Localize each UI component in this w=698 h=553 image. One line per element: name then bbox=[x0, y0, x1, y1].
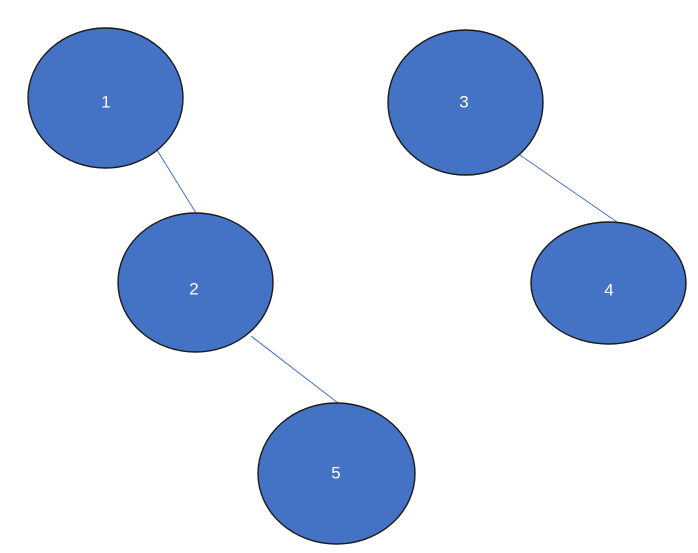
node-2[interactable]: 2 bbox=[117, 212, 274, 353]
node-label-3: 3 bbox=[459, 92, 468, 111]
edge-3-4 bbox=[516, 152, 618, 223]
node-shape-4[interactable] bbox=[530, 221, 687, 345]
node-1[interactable]: 1 bbox=[27, 27, 184, 169]
node-label-5: 5 bbox=[331, 463, 340, 482]
edge-layer bbox=[156, 149, 618, 404]
node-label-4: 4 bbox=[604, 280, 613, 299]
node-shape-5[interactable] bbox=[257, 402, 416, 545]
edge-2-5 bbox=[250, 335, 339, 404]
node-shape-1[interactable] bbox=[27, 27, 184, 169]
node-shape-2[interactable] bbox=[117, 212, 274, 353]
node-label-1: 1 bbox=[101, 92, 110, 111]
node-3[interactable]: 3 bbox=[387, 29, 544, 176]
node-layer: 1 2 3 4 5 bbox=[27, 27, 687, 545]
node-5[interactable]: 5 bbox=[257, 402, 416, 545]
node-label-2: 2 bbox=[189, 279, 198, 298]
node-shape-3[interactable] bbox=[387, 29, 544, 176]
edge-1-2 bbox=[156, 149, 197, 214]
node-4[interactable]: 4 bbox=[530, 221, 687, 345]
